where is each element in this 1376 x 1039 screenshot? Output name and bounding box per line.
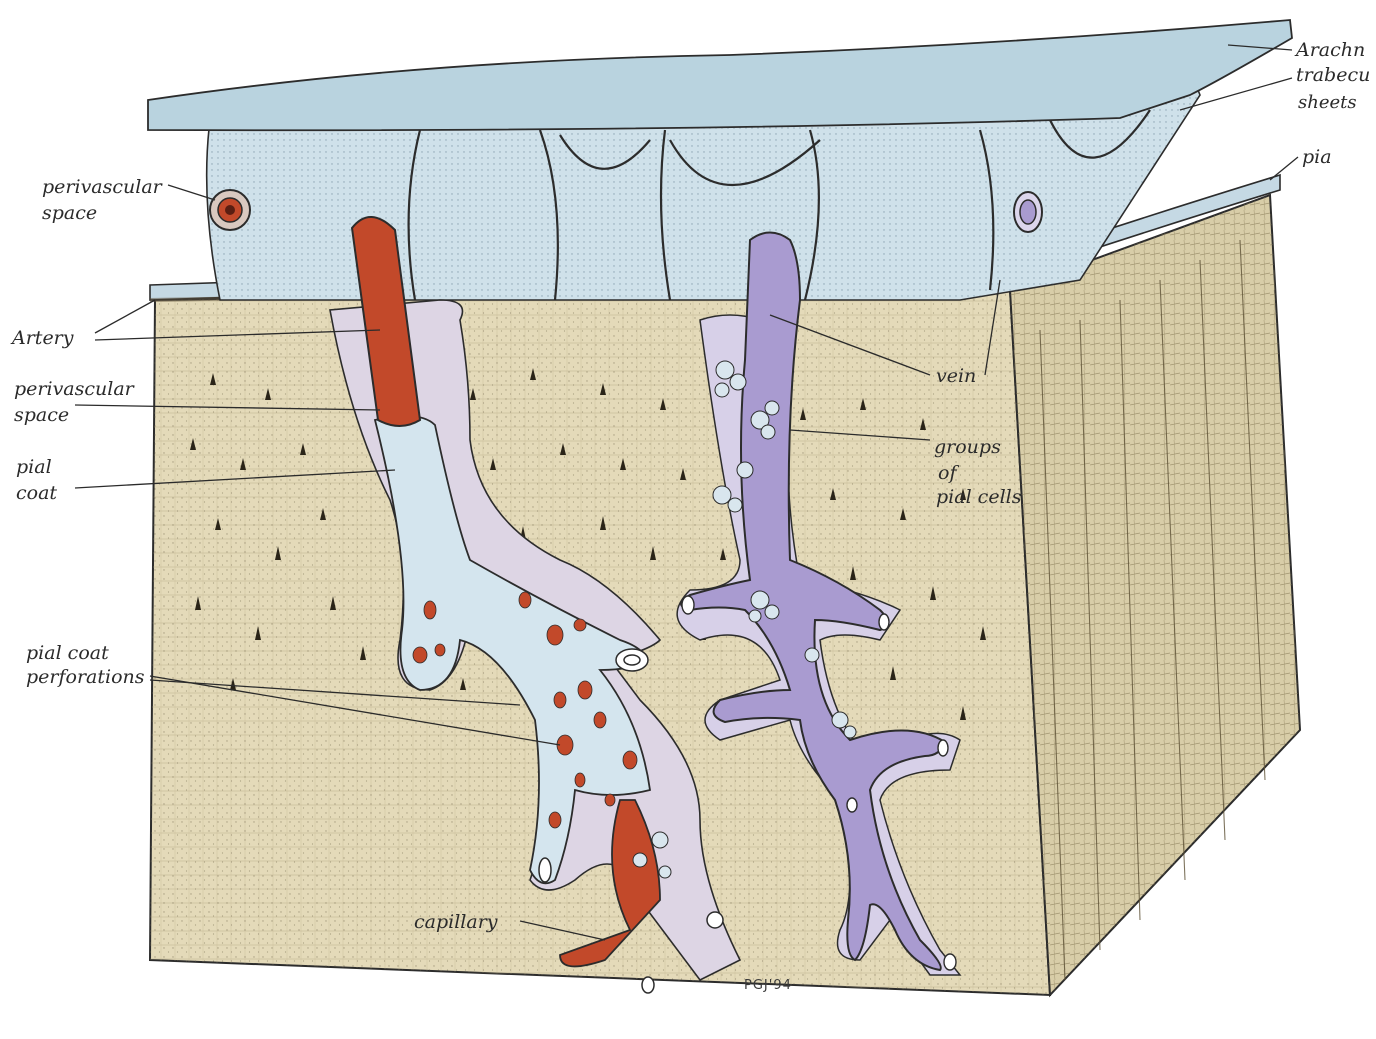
pial-coat-label-2: coat [16, 482, 57, 504]
arachnoid-label: Arachn [1296, 39, 1365, 61]
perivascular-space-mid-label: perivascular [14, 378, 134, 400]
capillary-label: capillary [414, 911, 498, 933]
arachnoid-sheet [148, 20, 1292, 130]
pial-coat-label: pial [16, 456, 52, 478]
artery-label: Artery [12, 327, 74, 349]
perivascular-space-left [210, 190, 250, 230]
sheets-label: sheets [1298, 92, 1357, 114]
perivascular-space-mid-label-2: space [14, 404, 69, 426]
groups-of-pial-cells-label: groups [934, 436, 1001, 458]
vein-label: vein [936, 365, 976, 387]
perivascular-space-top-label: perivascular [42, 176, 162, 198]
trabeculae-label: trabecu [1296, 64, 1370, 86]
pial-coat-perforations-label: pial coat [26, 642, 109, 664]
pial-coat-perforations-label-2: perforations [26, 666, 145, 688]
groups-of-pial-cells-label-3: pial cells [936, 486, 1021, 508]
groups-of-pial-cells-label-2: of [938, 462, 956, 484]
perivascular-space-top-label-2: space [42, 202, 97, 224]
pia-label: pia [1302, 146, 1332, 168]
perivascular-space-right [1014, 192, 1042, 232]
artist-signature: PGJ'94 [744, 978, 792, 993]
